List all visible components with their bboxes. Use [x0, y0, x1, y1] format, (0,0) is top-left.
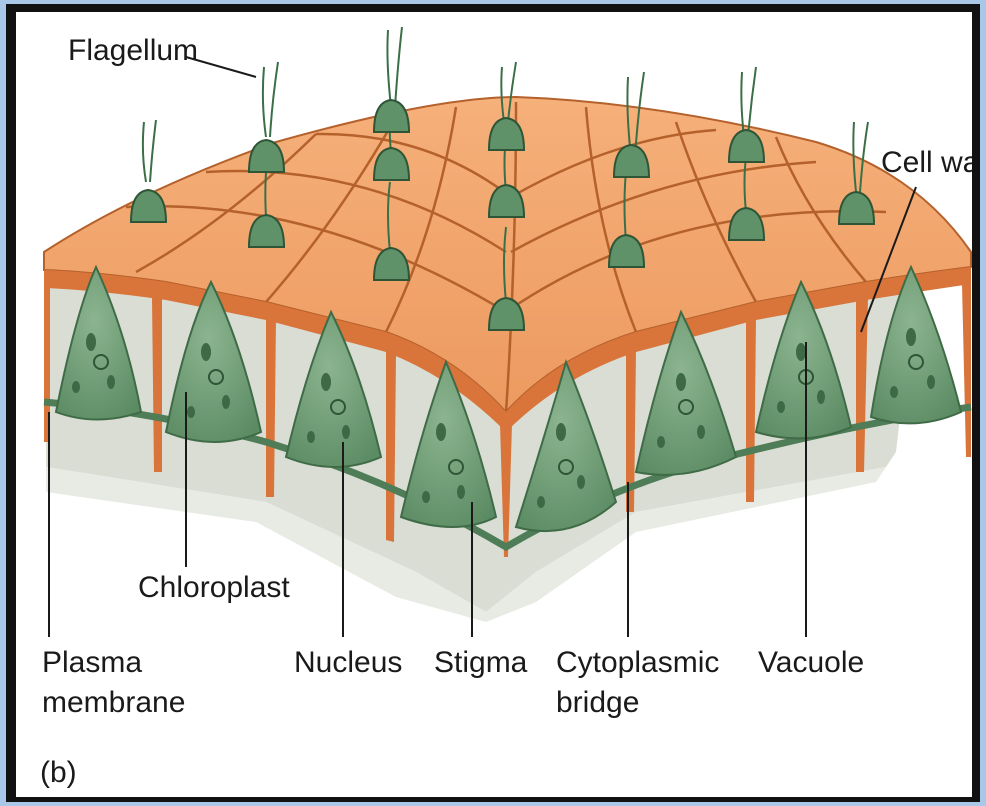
volvox-diagram: Flagellum Cell wall Chloroplast Plasma m… — [16, 12, 972, 797]
label-flagellum: Flagellum — [68, 34, 198, 67]
label-cytoplasmic-bridge-2: bridge — [556, 686, 639, 719]
label-nucleus: Nucleus — [294, 646, 402, 679]
label-stigma: Stigma — [434, 646, 528, 679]
figure-frame: Flagellum Cell wall Chloroplast Plasma m… — [6, 4, 980, 802]
label-cell-wall: Cell wall — [881, 146, 972, 179]
label-chloroplast: Chloroplast — [138, 571, 290, 604]
diagram-svg: Flagellum Cell wall Chloroplast Plasma m… — [16, 12, 972, 797]
panel-label: (b) — [40, 756, 77, 789]
label-plasma-membrane-2: membrane — [42, 686, 185, 719]
label-vacuole: Vacuole — [758, 646, 864, 679]
label-cytoplasmic-bridge-1: Cytoplasmic — [556, 646, 719, 679]
label-plasma-membrane-1: Plasma — [42, 646, 142, 679]
